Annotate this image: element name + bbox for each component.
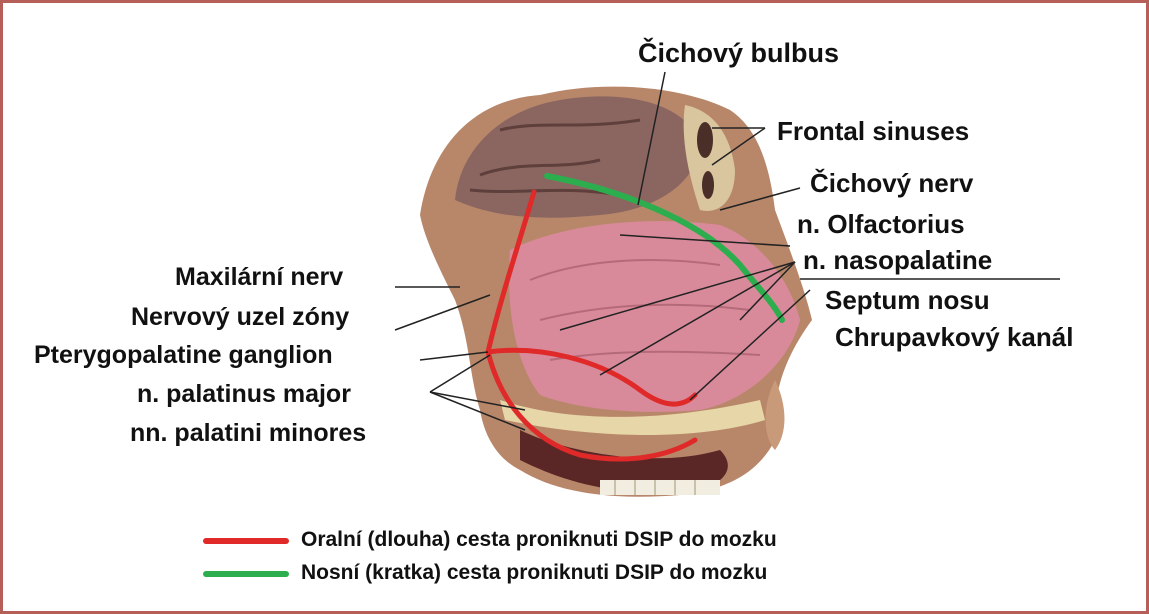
legend-swatch-oral	[203, 538, 289, 544]
legend-swatch-nasal	[203, 571, 289, 577]
legend-text-oral: Oralní (dlouha) cesta proniknuti DSIP do…	[301, 528, 777, 552]
label-frontal-sinuses: Frontal sinuses	[777, 118, 969, 144]
label-n-olfactorius: n. Olfactorius	[797, 211, 965, 237]
label-pterygopalatine-ganglion: Pterygopalatine ganglion	[34, 343, 333, 368]
label-nn-palatini-minores: nn. palatini minores	[130, 421, 366, 446]
label-chrupavkovy-kanal: Chrupavkový kanál	[835, 324, 1073, 350]
legend-text-nasal: Nosní (kratka) cesta proniknuti DSIP do …	[301, 561, 767, 585]
label-septum-nosu: Septum nosu	[825, 287, 990, 313]
label-cichovy-bulbus: Čichový bulbus	[638, 40, 839, 67]
label-cichovy-nerv: Čichový nerv	[810, 170, 973, 196]
label-n-palatinus-major: n. palatinus major	[137, 382, 351, 407]
label-maxilarni-nerv: Maxilární nerv	[175, 265, 343, 290]
label-n-nasopalatine: n. nasopalatine	[803, 247, 992, 273]
label-nervovy-uzel-zony: Nervový uzel zóny	[131, 305, 349, 330]
